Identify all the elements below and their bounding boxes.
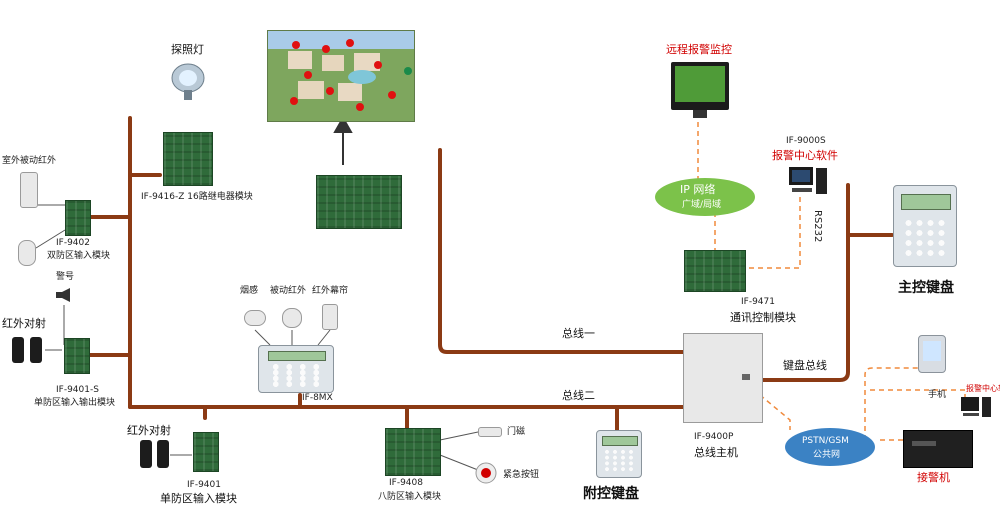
rs232-label: RS232 (812, 210, 823, 243)
smoke-detector-icon (244, 310, 266, 326)
residential-site-image (267, 30, 415, 122)
if9401-model-label: IF-9401 (187, 480, 221, 490)
alarm-horn-label: 警号 (56, 272, 75, 282)
ir-beam-bottom-label: 红外对射 (127, 424, 171, 437)
ir-beam-left-label: 红外对射 (2, 317, 46, 330)
if9402-model-label: IF-9402 (56, 238, 90, 248)
if9000s-model-label: IF-9000S (786, 136, 826, 146)
if9402-sensor-link-2 (35, 229, 66, 249)
if9402-module (65, 200, 91, 236)
if9408-desc-label: 八防区输入模块 (378, 492, 442, 502)
searchlight-icon (168, 60, 208, 102)
ir-beam-bottom-emitter-icon (140, 440, 152, 468)
if9401s-module (64, 338, 90, 374)
pc-workstation-icon (788, 166, 828, 196)
if9408-model-label: IF-9408 (389, 478, 423, 488)
if8mx-keypad-icon (258, 345, 334, 393)
alarm-center-software-label: 报警中心软件 (772, 149, 838, 162)
indoor-pir-sensor-icon (18, 240, 36, 266)
if8mx-sensor-link (254, 329, 271, 346)
if9471-model-label: IF-9471 (741, 297, 775, 307)
aux-keypad-icon (596, 430, 642, 478)
ir-beam-emitter-icon (12, 337, 24, 363)
alarm-horn-icon (54, 287, 74, 303)
if9408-module (385, 428, 441, 476)
if9401-module (193, 432, 219, 472)
bus-one-label: 总线一 (562, 327, 595, 340)
bus-host-cabinet-icon (683, 333, 763, 423)
if9402-desc-label: 双防区输入模块 (47, 251, 111, 261)
if9401s-desc-label: 单防区输入输出模块 (34, 398, 116, 408)
ir-curtain-label: 红外幕帘 (312, 286, 349, 296)
pstn-gsm-cloud (785, 428, 875, 466)
if9400p-model-label: IF-9400P (694, 432, 734, 442)
outdoor-pir-sensor-icon (20, 172, 38, 208)
outdoor-pir-label: 室外被动红外 (2, 156, 57, 166)
panic-button-icon (475, 462, 497, 484)
smoke-label: 烟感 (240, 286, 259, 296)
receiver-label: 接警机 (917, 471, 950, 484)
door-link (439, 431, 479, 441)
main-keypad-icon (893, 185, 957, 267)
mobile-label: 手机 (928, 390, 947, 400)
mobile-link (864, 367, 920, 440)
if9471-module (684, 250, 746, 292)
searchlight-label: 探照灯 (171, 43, 204, 56)
door-contact-label: 门磁 (507, 427, 526, 437)
ir-beam-receiver-icon (30, 337, 42, 363)
if9416z-label: IF-9416-Z 16路继电器模块 (141, 192, 253, 202)
ir-curtain-icon (322, 304, 338, 330)
bus-host-label: 总线主机 (694, 446, 738, 459)
remote-monitor-label: 远程报警监控 (666, 43, 732, 56)
pc-link (870, 389, 966, 405)
main-keypad-label: 主控键盘 (898, 280, 954, 296)
wan-lan-label: 广域/局域 (682, 200, 722, 210)
small-pc-icon (960, 396, 992, 418)
rs232-link (745, 197, 801, 269)
pstn-gsm-label: PSTN/GSM (802, 436, 849, 446)
bus-one-line (438, 148, 685, 354)
door-contact-icon (478, 427, 502, 437)
monitor-icon (671, 62, 729, 118)
alarm-center-software-small-label: 报警中心软件 (966, 384, 1000, 393)
keyboard-bus-line (758, 183, 850, 382)
bus-two-label: 总线二 (562, 389, 595, 402)
if9416z-relay-module (163, 132, 213, 186)
aux-keypad-label: 附控键盘 (583, 486, 639, 502)
ip-network-cloud (655, 178, 755, 216)
if9401-desc-label: 单防区输入模块 (160, 492, 237, 505)
zone-expansion-board (316, 175, 402, 229)
alarm-receiver-icon (903, 430, 973, 468)
pstn-host-link (759, 394, 791, 430)
if8mx-sensor-link-3 (317, 329, 331, 346)
public-net-label: 公共网 (813, 450, 841, 460)
pir-detector-icon (282, 308, 302, 328)
keypad-bus-label: 键盘总线 (783, 359, 827, 372)
mobile-device-icon (918, 335, 946, 373)
if8mx-label: IF-8MX (302, 393, 333, 403)
ir-beam-bottom-receiver-icon (157, 440, 169, 468)
panic-button-label: 紧急按钮 (503, 470, 540, 480)
panic-link (439, 454, 479, 471)
ip-network-label: IP 网络 (680, 183, 716, 196)
if9471-desc-label: 通讯控制模块 (730, 311, 796, 324)
arrow-head (333, 115, 353, 133)
pir-label: 被动红外 (270, 286, 307, 296)
if9401s-model-label: IF-9401-S (56, 385, 99, 395)
